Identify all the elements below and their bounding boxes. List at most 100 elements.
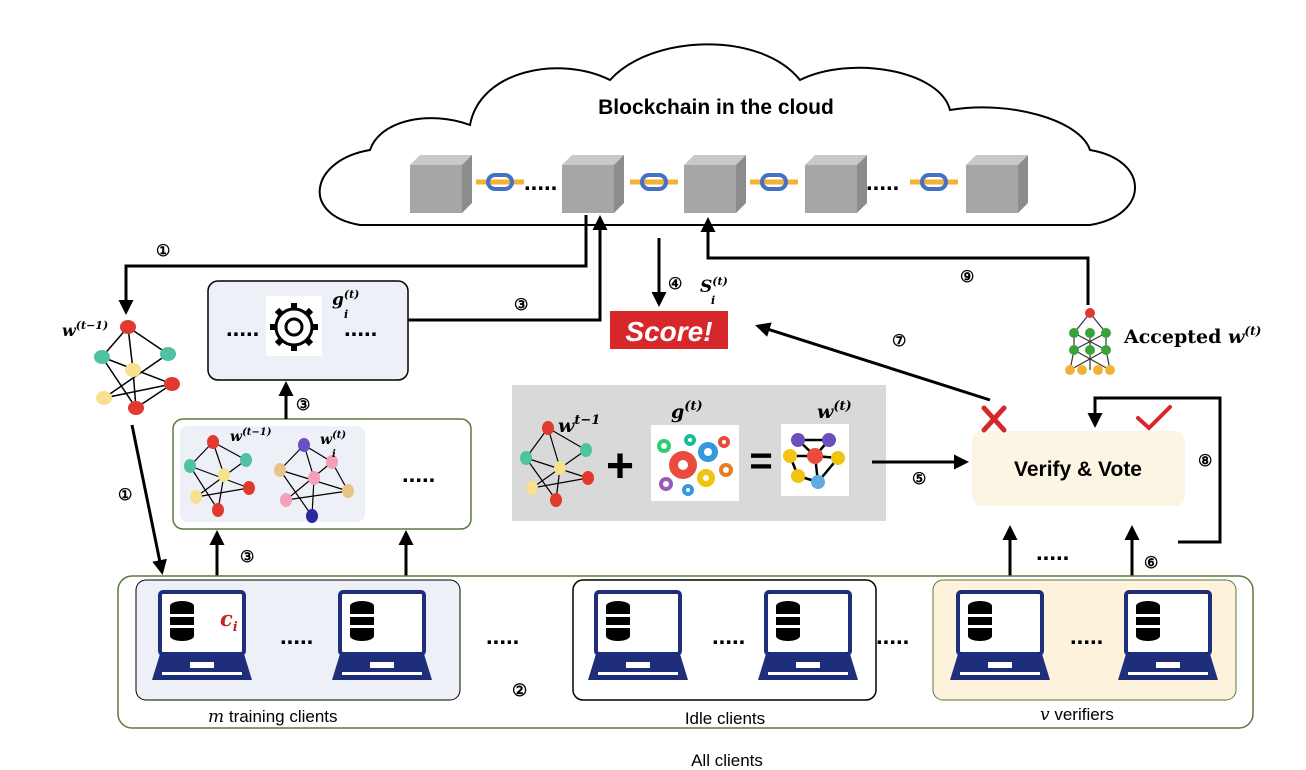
accepted-label: Accepted (1123, 326, 1228, 348)
eq-w-prev-sup: t−1 (574, 413, 600, 428)
svg-text:g(t): g(t) (332, 288, 359, 310)
score-text: Score! (625, 316, 712, 347)
accepted-w: w (1228, 326, 1245, 348)
accepted-sup: (t) (1244, 324, 1261, 338)
arrow-step1-down (130, 424, 167, 575)
eq-equals: = (749, 439, 772, 483)
verifiers-label: verifiers (1050, 705, 1114, 724)
client-ci: c (220, 606, 233, 631)
step-2-label: ② (512, 681, 527, 700)
score-badge (610, 311, 728, 349)
eq-plus: + (606, 440, 634, 493)
step-3-label-upload: ③ (514, 297, 528, 314)
training-clients-var: m (208, 707, 224, 727)
training-laptop-ci (150, 590, 254, 682)
local-ellipsis: ..... (402, 461, 435, 488)
svg-text:w(t): w(t) (817, 399, 852, 423)
local-wi-sub: i (332, 449, 336, 460)
group-ellipsis-1: ..... (486, 623, 519, 650)
si-label: S (700, 277, 712, 297)
training-laptop-2 (330, 590, 434, 682)
svg-text:w(t−1): w(t−1) (62, 319, 108, 340)
step-4-label: ④ (668, 276, 682, 293)
local-w-prev-sup: (t−1) (242, 427, 272, 438)
svg-text:ci: ci (220, 606, 238, 635)
eq-w-prev: w (558, 415, 575, 437)
eq-w: w (817, 401, 834, 423)
svg-text:g(t): g(t) (671, 399, 703, 423)
eq-prev-model (520, 421, 594, 507)
blockchain: ..... ..... (410, 155, 1028, 213)
step-3-label-box: ③ (296, 397, 310, 414)
verifier-laptop-1 (948, 590, 1052, 682)
step-1-label-top: ① (156, 243, 170, 260)
step-6-label: ⑥ (1144, 555, 1158, 572)
training-clients-label: training clients (224, 707, 337, 726)
step-1-label-bottom: ① (118, 487, 132, 504)
arrow-step7 (755, 322, 991, 402)
svg-text:S(t): S(t) (700, 275, 728, 297)
svg-text:m training clients: m training clients (208, 707, 338, 727)
step-9-label: ⑨ (960, 269, 974, 286)
w-prev-sup: (t−1) (76, 319, 108, 332)
svg-text:v verifiers: v verifiers (1040, 705, 1114, 725)
reject-cross-icon (981, 405, 1007, 433)
verifier-laptop-2 (1116, 590, 1220, 682)
verify-vote-label: Verify & Vote (1014, 458, 1142, 481)
verify-vote-box (972, 431, 1185, 506)
block-2 (562, 155, 624, 213)
accepted-model-icon (1065, 308, 1115, 375)
chain-ellipsis-2: ..... (866, 169, 899, 196)
si-sub: i (711, 294, 715, 307)
verify-ellipsis: ..... (1036, 539, 1069, 566)
block-1 (410, 155, 472, 213)
block-3 (684, 155, 746, 213)
idle-ellipsis: ..... (712, 623, 745, 650)
cloud-title: Blockchain in the cloud (598, 96, 834, 119)
local-models-panel (180, 426, 365, 522)
idle-laptop-1 (586, 590, 690, 682)
local-updated-model (274, 438, 354, 523)
svg-text:wt−1: wt−1 (558, 413, 600, 437)
arrow-step8 (1087, 396, 1222, 544)
eq-w-sup: (t) (833, 399, 851, 414)
block-5 (966, 155, 1028, 213)
client-ci-sub: i (233, 620, 238, 635)
gear-icon (266, 296, 322, 356)
eq-new-model (781, 424, 849, 496)
svg-text:Accepted w(t): Accepted w(t) (1123, 324, 1261, 348)
gear-ellipsis-left: ..... (226, 315, 259, 342)
step-3-label-laptops: ③ (240, 549, 254, 566)
gradient-gears-icon (651, 425, 739, 501)
step-5-label: ⑤ (912, 471, 926, 488)
eq-g: g (671, 401, 684, 423)
training-ellipsis: ..... (280, 623, 313, 650)
idle-laptop-2 (756, 590, 860, 682)
verifiers-var: v (1040, 705, 1050, 725)
eq-g-sup: (t) (684, 399, 702, 414)
w-prev-label: w (62, 321, 77, 340)
gi-label: g (332, 290, 344, 310)
gear-ellipsis-right: ..... (344, 315, 377, 342)
local-prev-model (184, 435, 255, 517)
step-7-label: ⑦ (892, 333, 906, 350)
accept-check-icon (1136, 405, 1172, 431)
svg-text:w(t−1): w(t−1) (230, 427, 272, 445)
local-wi-sup: (t) (332, 430, 346, 441)
si-sup: (t) (712, 275, 728, 288)
gi-sup: (t) (344, 288, 360, 301)
block-4 (805, 155, 867, 213)
verifier-ellipsis: ..... (1070, 623, 1103, 650)
all-clients-label: All clients (691, 751, 763, 770)
global-model-prev: w(t−1) (62, 319, 180, 415)
arrow-step9 (700, 217, 1090, 305)
step-8-label: ⑧ (1198, 453, 1212, 470)
group-ellipsis-2: ..... (876, 623, 909, 650)
arrow-step1-top (118, 215, 588, 315)
idle-clients-label: Idle clients (685, 709, 765, 728)
gi-sub: i (344, 308, 348, 321)
arrow-step3-upload (408, 215, 608, 322)
local-wi: w (320, 432, 333, 448)
